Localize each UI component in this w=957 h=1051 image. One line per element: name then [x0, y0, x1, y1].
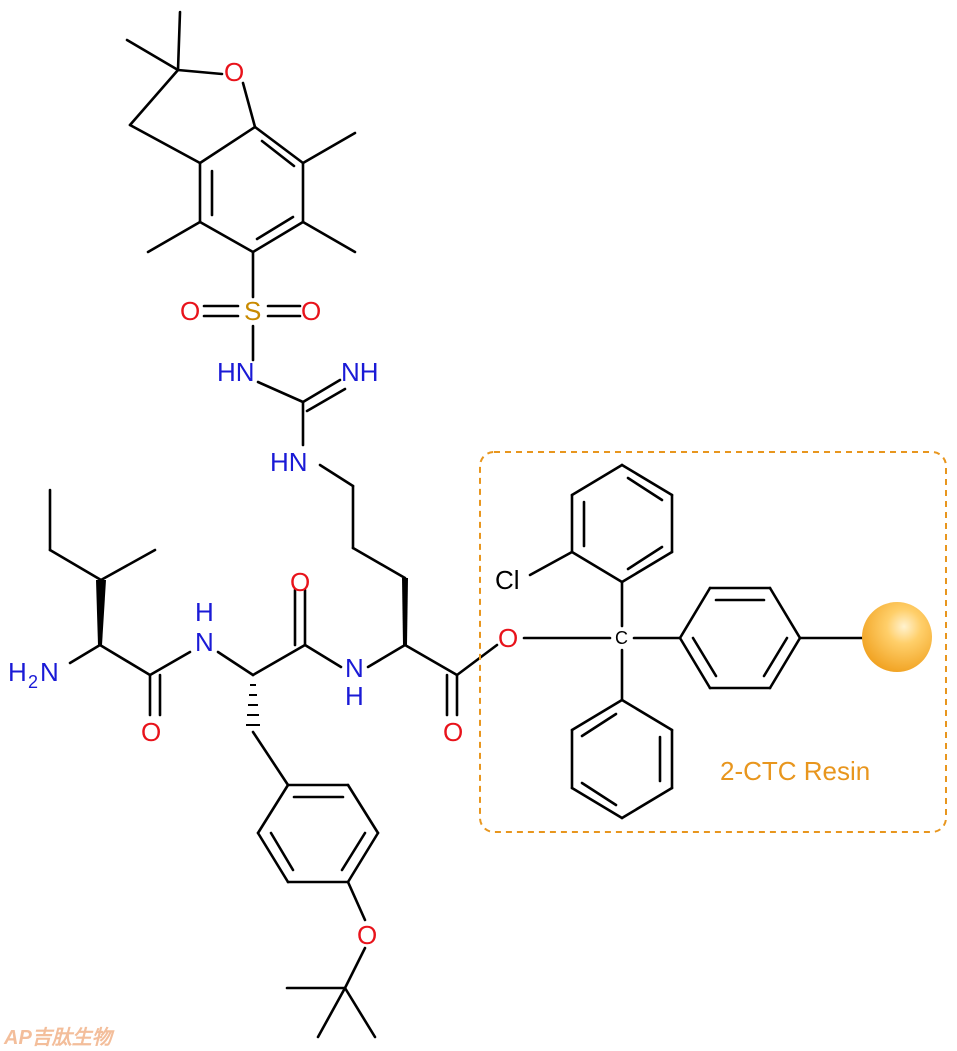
bond: [303, 643, 343, 669]
atom-o-tyr-carbonyl: O: [290, 567, 310, 597]
bond: [301, 220, 357, 254]
atom-o-sulfonyl-right: O: [301, 296, 321, 326]
bond-lines: [48, 10, 864, 1039]
bond: [256, 380, 305, 404]
atom-hn-sulfonamide: HN: [217, 357, 255, 387]
bond: [176, 10, 182, 72]
atom-cl: Cl: [495, 565, 520, 595]
bond: [251, 730, 290, 787]
atom-n-ile-amide: N: [195, 627, 214, 657]
bond: [626, 476, 664, 502]
atom-n-h2n: N: [40, 657, 59, 687]
bond: [99, 548, 157, 582]
resin-bead-icon: [862, 602, 932, 672]
atom-h-arg-amide: H: [345, 681, 364, 711]
bond: [570, 550, 624, 584]
bond: [620, 786, 674, 820]
atom-h-h2n: H: [8, 657, 27, 687]
atom-labels: O S O O HN NH HN H N H 2 N O O N H O O C…: [8, 57, 628, 950]
wedge-bond: [402, 578, 408, 645]
bond: [256, 783, 290, 835]
bond: [580, 712, 618, 738]
bond: [346, 831, 380, 884]
atom-o-sulfonyl-left: O: [180, 296, 200, 326]
bond: [253, 125, 305, 165]
atom-nh-imine: NH: [341, 357, 379, 387]
bond: [570, 698, 624, 732]
bond: [128, 68, 180, 127]
bond: [346, 783, 380, 835]
resin-label: 2-CTC Resin: [720, 756, 870, 786]
bond: [316, 986, 347, 1039]
bond: [305, 387, 347, 413]
atom-h2n-subscript: 2: [28, 672, 38, 692]
atom-o-furan: O: [224, 57, 244, 87]
bond: [620, 698, 674, 732]
bond: [626, 545, 664, 571]
bond: [260, 139, 296, 168]
bond: [146, 220, 202, 254]
bond: [366, 643, 407, 669]
bond: [125, 38, 180, 72]
bond: [768, 586, 802, 640]
bond: [301, 378, 342, 404]
bond: [256, 831, 290, 884]
bond: [340, 831, 367, 872]
hash-bond: [246, 684, 260, 726]
bond: [343, 946, 367, 990]
bond: [768, 636, 802, 690]
atom-o-ile-carbonyl: O: [141, 717, 161, 747]
atom-s-sulfonyl: S: [244, 296, 261, 326]
bond: [198, 125, 257, 165]
atom-o-tbu: O: [357, 920, 377, 950]
bond: [318, 463, 355, 488]
bond: [691, 636, 718, 678]
atom-c-trityl: C: [615, 628, 628, 648]
bond: [528, 550, 574, 577]
atom-h-ile-amide: H: [195, 597, 214, 627]
atom-o-ester: O: [498, 623, 518, 653]
bond: [68, 643, 102, 665]
bond: [678, 586, 712, 640]
bond: [128, 123, 202, 165]
bond: [98, 643, 152, 677]
bond: [176, 68, 224, 76]
bond: [216, 650, 255, 677]
bond: [301, 131, 357, 165]
bond: [343, 986, 377, 1039]
bond: [251, 220, 305, 254]
bond: [269, 831, 295, 872]
watermark-logo: AP吉肽生物: [3, 1026, 115, 1049]
bond: [455, 643, 499, 677]
atom-o-arg-carbonyl: O: [443, 717, 463, 747]
atom-hn-guanidine: HN: [270, 447, 308, 477]
bond: [251, 643, 307, 677]
bond: [762, 636, 789, 678]
bond: [570, 463, 624, 497]
bond: [48, 548, 103, 582]
bond: [403, 643, 459, 677]
atom-n-arg-amide: N: [345, 653, 364, 683]
bond: [255, 215, 295, 241]
wedge-bond: [96, 580, 106, 645]
bond: [351, 546, 407, 580]
bond: [580, 781, 618, 807]
bond: [241, 81, 257, 129]
bond: [620, 463, 674, 497]
bond: [570, 786, 624, 820]
bond: [346, 880, 367, 922]
bond: [198, 220, 255, 254]
bond: [678, 636, 712, 690]
bond: [620, 550, 674, 584]
bond: [148, 650, 192, 677]
